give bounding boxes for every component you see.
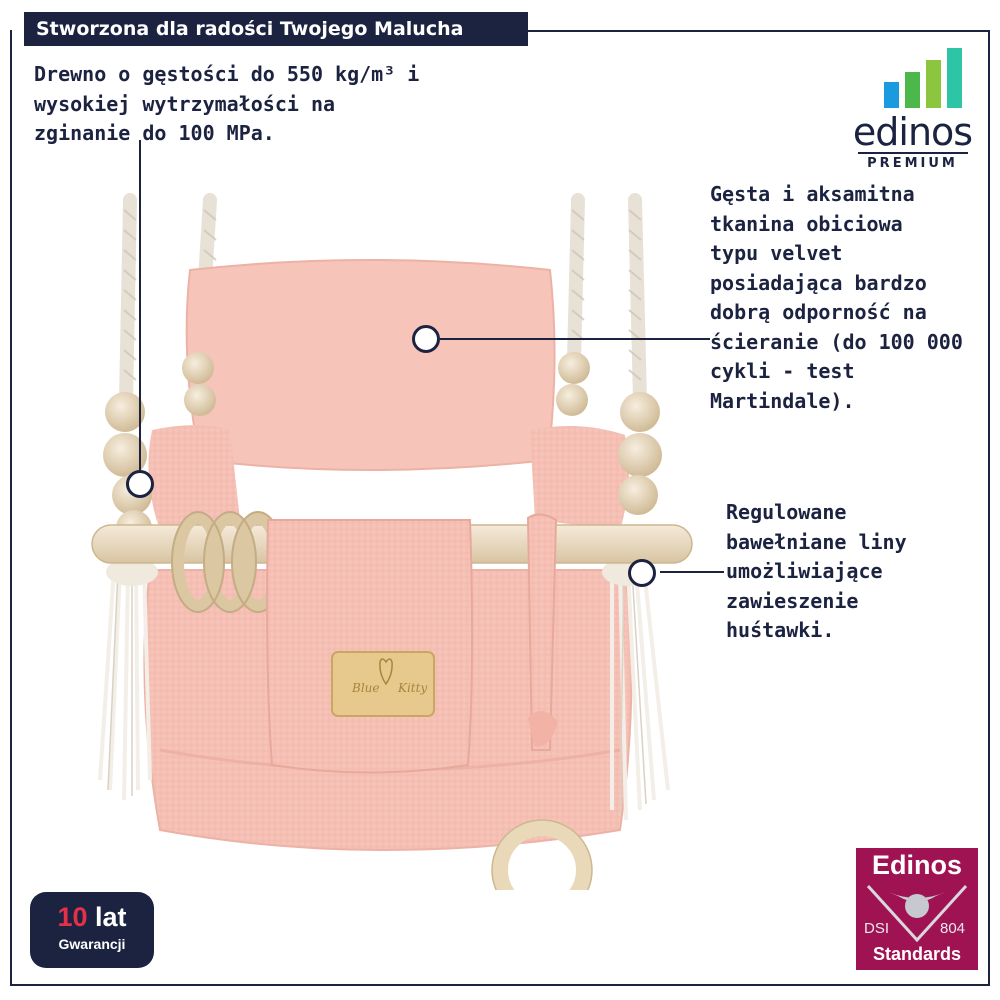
safety-strap — [526, 513, 558, 751]
fabric-callout-line: Gęsta i aksamitna — [710, 182, 915, 206]
ropes-callout-line: Regulowane — [726, 500, 847, 524]
wood-callout-line: Drewno o gęstości do 550 kg/m³ i — [34, 62, 420, 86]
standards-badge-subtitle: Standards — [872, 944, 962, 964]
brand-tag-text-left: Blue — [351, 681, 380, 695]
front-flap — [266, 519, 474, 774]
ropes-callout-line: bawełniane liny — [726, 529, 907, 554]
fabric-callout-line: cykli - test — [710, 359, 855, 383]
ropes-callout: Regulowane bawełniane liny umożliwiające… — [726, 498, 907, 646]
frame-left-line — [10, 30, 12, 985]
standards-badge-number: 804 — [940, 920, 966, 937]
logo-divider — [858, 152, 968, 154]
side-bolster-left — [148, 425, 240, 530]
logo-bar — [926, 60, 941, 108]
fabric-callout-line: tkanina obiciowa — [710, 211, 903, 236]
frame-bottom-line — [10, 984, 990, 986]
standards-badge-emblem — [866, 884, 968, 943]
warranty-years: 10 lat — [30, 902, 154, 933]
fabric-callout-line: typu velvet — [710, 241, 843, 265]
rope-tassels — [98, 569, 670, 821]
warranty-years-number: 10 — [57, 902, 88, 932]
wooden-beads-left — [103, 352, 216, 546]
fabric-callout-line: dobrą odporność na — [710, 300, 927, 324]
standards-badge-dsi: DSI — [864, 920, 890, 937]
warranty-years-unit: lat — [95, 902, 127, 932]
standards-badge-title: Edinos — [871, 850, 962, 880]
wooden-beads-right — [556, 352, 662, 515]
fabric-callout: Gęsta i aksamitna tkanina obiciowa typu … — [710, 180, 963, 416]
strap-wooden-ring — [492, 820, 592, 890]
ropes-connector-line — [660, 571, 724, 573]
wood-callout-line: wysokiej wytrzymałości na — [34, 91, 336, 116]
brand-tag — [331, 651, 435, 717]
frame-top-line — [528, 30, 990, 32]
logo-bar — [947, 48, 962, 108]
fabric-callout-line: Martindale). — [710, 388, 855, 413]
fabric-callout-line: posiadająca bardzo — [710, 270, 927, 295]
logo-bar — [905, 72, 920, 108]
fabric-marker — [412, 325, 440, 353]
logo-tagline: PREMIUM — [867, 156, 958, 171]
edinos-standards-badge: Edinos DSI 804 Standards — [856, 848, 978, 970]
fabric-connector-line — [440, 338, 710, 340]
wood-marker — [126, 470, 154, 498]
ropes-callout-line: umożliwiające — [726, 559, 883, 583]
wood-callout-line: zginanie do 100 MPa. — [34, 121, 275, 145]
side-bolster-right — [530, 426, 629, 530]
logo-bar — [884, 82, 899, 108]
warranty-badge: 10 lat Gwarancji — [30, 892, 154, 968]
wood-connector-line — [139, 140, 141, 470]
edinos-premium-logo: edinos PREMIUM — [850, 40, 975, 180]
ropes-callout-line: zawieszenie — [726, 588, 859, 613]
brand-tag-text-right: Kitty — [397, 681, 427, 695]
ropes-marker — [628, 559, 656, 587]
baby-swing-illustration: Blue Kitty — [91, 193, 693, 890]
warranty-label: Gwarancji — [58, 936, 126, 952]
frame-right-line — [988, 30, 990, 985]
logo-wordmark: edinos — [852, 110, 973, 154]
ropes-callout-line: huśtawki. — [726, 618, 835, 642]
wood-callout: Drewno o gęstości do 550 kg/m³ i wysokie… — [34, 60, 419, 149]
header-banner: Stworzona dla radości Twojego Malucha — [24, 12, 528, 46]
fabric-callout-line: ścieranie (do 100 000 — [710, 329, 963, 354]
